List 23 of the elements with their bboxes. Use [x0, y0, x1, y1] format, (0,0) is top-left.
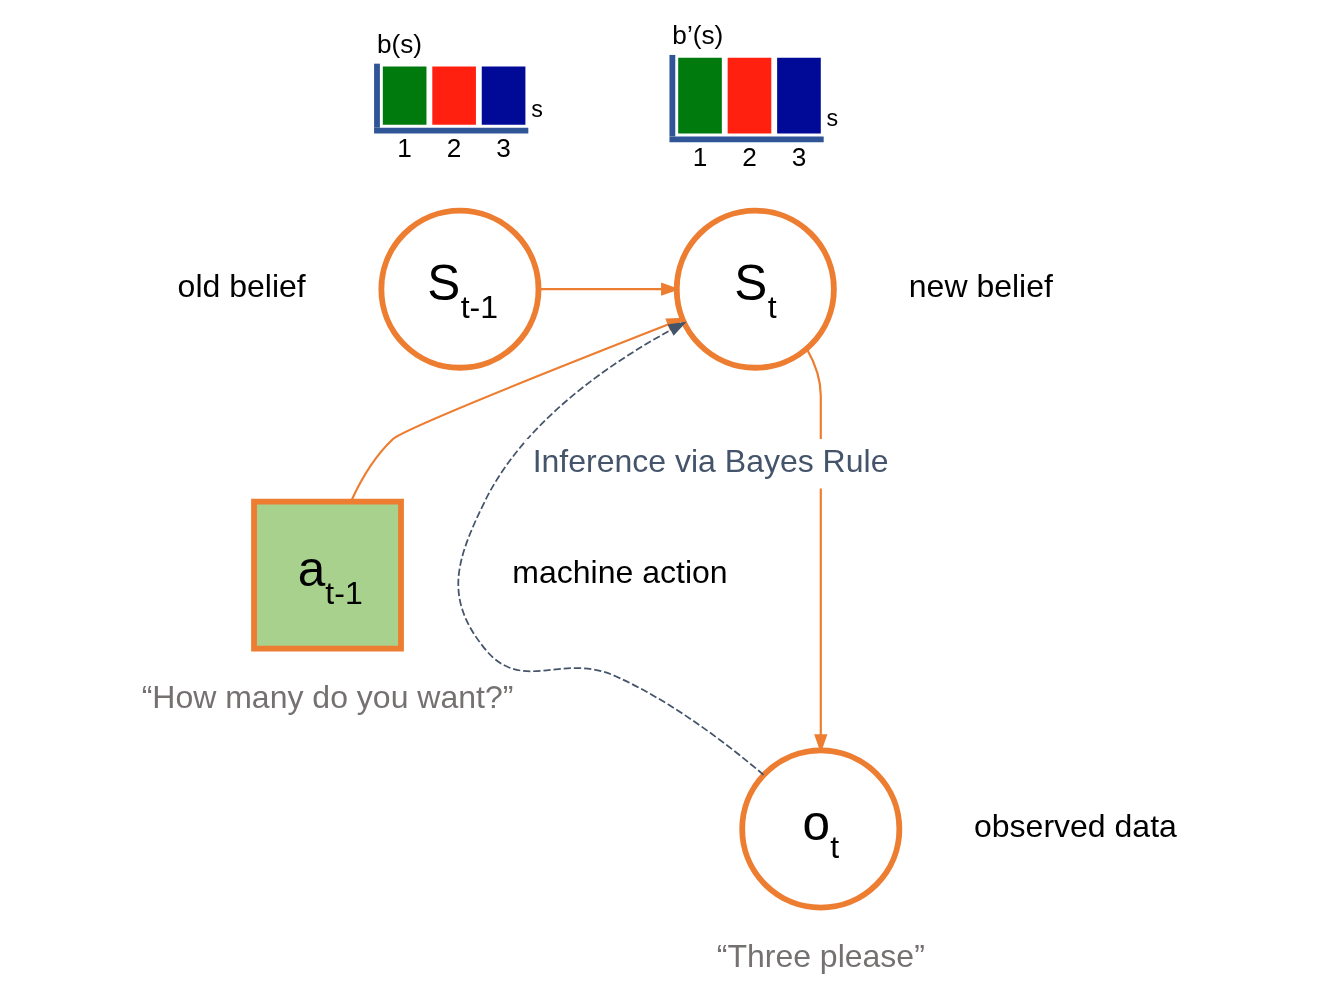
arrow — [457, 321, 765, 776]
node-label: old belief — [177, 268, 306, 305]
label: 2 — [446, 133, 462, 164]
label: b’(s) — [672, 19, 724, 50]
label: 1 — [692, 142, 708, 173]
label: 2 — [742, 142, 757, 173]
label: s — [531, 96, 543, 123]
node-circle: S$_{t-1}$ — [378, 207, 542, 371]
node-label: machine action — [512, 554, 728, 591]
node-box: a$_{t-1}$ — [251, 498, 404, 652]
edge-label: Inference via Bayes Rule — [532, 442, 889, 479]
node-label: observed data — [974, 808, 1177, 845]
arrow — [538, 282, 681, 296]
label: 3 — [496, 133, 511, 164]
label: b(s) — [376, 28, 423, 59]
label: s — [826, 104, 839, 131]
node-label: “Three please” — [716, 937, 925, 974]
node-circle: S$_{t}$ — [673, 207, 837, 371]
node-circle: o$_{t}$ — [739, 747, 903, 911]
label: 3 — [791, 142, 807, 173]
node-label: new belief — [908, 268, 1053, 305]
label: 1 — [397, 133, 412, 164]
node-label: “How many do you want?” — [141, 678, 514, 715]
